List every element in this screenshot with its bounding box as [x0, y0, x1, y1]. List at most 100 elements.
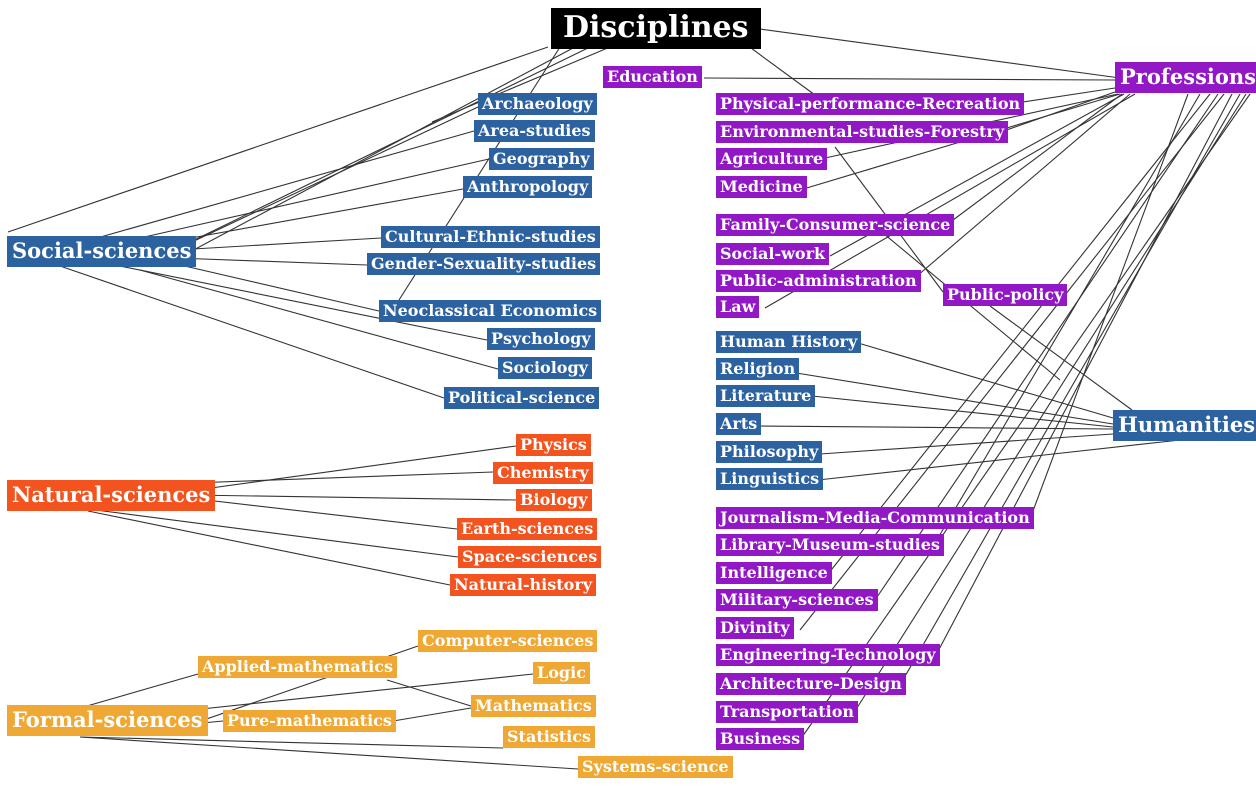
node-literature: Literature	[716, 385, 816, 407]
node-education: Education	[603, 66, 702, 88]
node-family-consumer-science: Family-Consumer-science	[716, 214, 955, 236]
node-statistics: Statistics	[503, 726, 596, 748]
edge-line	[703, 77, 1116, 81]
edge-line	[386, 679, 472, 707]
edge-line	[179, 496, 458, 530]
node-sociology: Sociology	[498, 357, 592, 379]
edge-line	[139, 269, 499, 370]
node-geography: Geography	[489, 148, 594, 170]
edge-line	[386, 707, 472, 723]
edge-line	[934, 93, 1201, 544]
node-computer-sciences: Computer-sciences	[418, 630, 598, 652]
node-religion: Religion	[716, 358, 800, 380]
node-transportation: Transportation	[716, 701, 858, 723]
node-divinity: Divinity	[716, 617, 794, 639]
edge-line	[744, 26, 1121, 79]
node-archaeology: Archaeology	[478, 93, 597, 115]
node-library-museum-studies: Library-Museum-studies	[716, 534, 944, 556]
node-psychology: Psychology	[487, 328, 595, 350]
edge-line	[139, 158, 490, 239]
edge-line	[99, 261, 488, 341]
category-formal-sciences: Formal-sciences	[7, 705, 208, 736]
edge-line	[909, 93, 1131, 283]
node-journalism-media-communication: Journalism-Media-Communication	[716, 507, 1034, 529]
node-environmental-studies-forestry: Environmental-studies-Forestry	[716, 121, 1009, 143]
edge-line	[759, 425, 1114, 430]
edge-line	[854, 93, 1247, 712]
node-military-sciences: Military-sciences	[716, 589, 878, 611]
node-area-studies: Area-studies	[474, 120, 595, 142]
edge-line	[819, 433, 1114, 455]
edge-line	[79, 736, 504, 749]
node-mathematics: Mathematics	[471, 695, 596, 717]
node-systems-science: Systems-science	[578, 756, 733, 778]
edge-line	[79, 736, 579, 770]
node-social-work: Social-work	[716, 243, 830, 265]
edge-line	[179, 188, 464, 241]
edge-line	[789, 371, 1114, 425]
node-arts: Arts	[716, 413, 762, 435]
edge-line	[175, 263, 380, 312]
edge-line	[87, 510, 451, 586]
node-philosophy: Philosophy	[716, 441, 823, 463]
edge-line	[934, 93, 1233, 658]
node-natural-history: Natural-history	[450, 574, 597, 596]
node-human-history: Human History	[716, 331, 862, 353]
edge-line	[1009, 87, 1116, 105]
node-space-sciences: Space-sciences	[458, 546, 602, 568]
edge-line	[191, 673, 534, 711]
category-social-sciences: Social-sciences	[7, 236, 197, 267]
edge-line	[79, 673, 199, 709]
edge-line	[189, 494, 517, 501]
edge-line	[191, 471, 494, 484]
edge-line	[177, 46, 591, 249]
edge-line	[899, 93, 1241, 686]
edge-line	[857, 342, 1114, 419]
category-natural-sciences: Natural-sciences	[7, 480, 216, 511]
category-humanities: Humanities	[1113, 410, 1256, 441]
node-law: Law	[716, 296, 760, 318]
node-anthropology: Anthropology	[463, 176, 593, 198]
edge-line	[431, 46, 611, 123]
node-public-administration: Public-administration	[716, 270, 921, 292]
node-earth-sciences: Earth-sciences	[457, 518, 598, 540]
edge-line	[175, 237, 382, 251]
node-pure-mathematics: Pure-mathematics	[223, 710, 396, 732]
node-political-science: Political-science	[444, 387, 600, 409]
node-physical-performance-recreation: Physical-performance-Recreation	[716, 93, 1025, 115]
node-engineering-technology: Engineering-Technology	[716, 644, 940, 666]
node-cultural-ethnic-studies: Cultural-Ethnic-studies	[381, 226, 600, 248]
edge-line	[170, 46, 576, 263]
edge-line	[989, 305, 1133, 411]
node-biology: Biology	[516, 489, 592, 511]
edge-line	[827, 93, 1211, 575]
node-chemistry: Chemistry	[493, 462, 593, 484]
node-business: Business	[716, 728, 805, 750]
edge-line	[188, 445, 517, 492]
node-logic: Logic	[533, 662, 590, 684]
node-architecture-design: Architecture-Design	[716, 673, 906, 695]
node-linguistics: Linguistics	[716, 468, 824, 490]
root-node-disciplines: Disciplines	[551, 8, 761, 49]
node-public-policy: Public-policy	[943, 284, 1068, 306]
category-professions: Professions	[1115, 62, 1256, 93]
edge-line	[799, 93, 1251, 741]
edge-line	[811, 395, 1114, 428]
node-medicine: Medicine	[716, 176, 807, 198]
node-applied-mathematics: Applied-mathematics	[198, 656, 397, 678]
edge-line	[944, 93, 1123, 227]
node-neoclassical-economics: Neoclassical Economics	[379, 300, 602, 322]
node-intelligence: Intelligence	[716, 562, 832, 584]
node-agriculture: Agriculture	[716, 148, 828, 170]
edge-line	[1029, 93, 1189, 520]
node-gender-sexuality-studies: Gender-Sexuality-studies	[367, 253, 601, 275]
edge-line	[7, 46, 549, 233]
edge-line	[739, 39, 816, 96]
edge-line	[175, 257, 368, 266]
edge-line	[817, 439, 1181, 481]
edge-line	[89, 130, 475, 241]
edge-line	[87, 508, 459, 558]
edge-line	[59, 265, 445, 399]
